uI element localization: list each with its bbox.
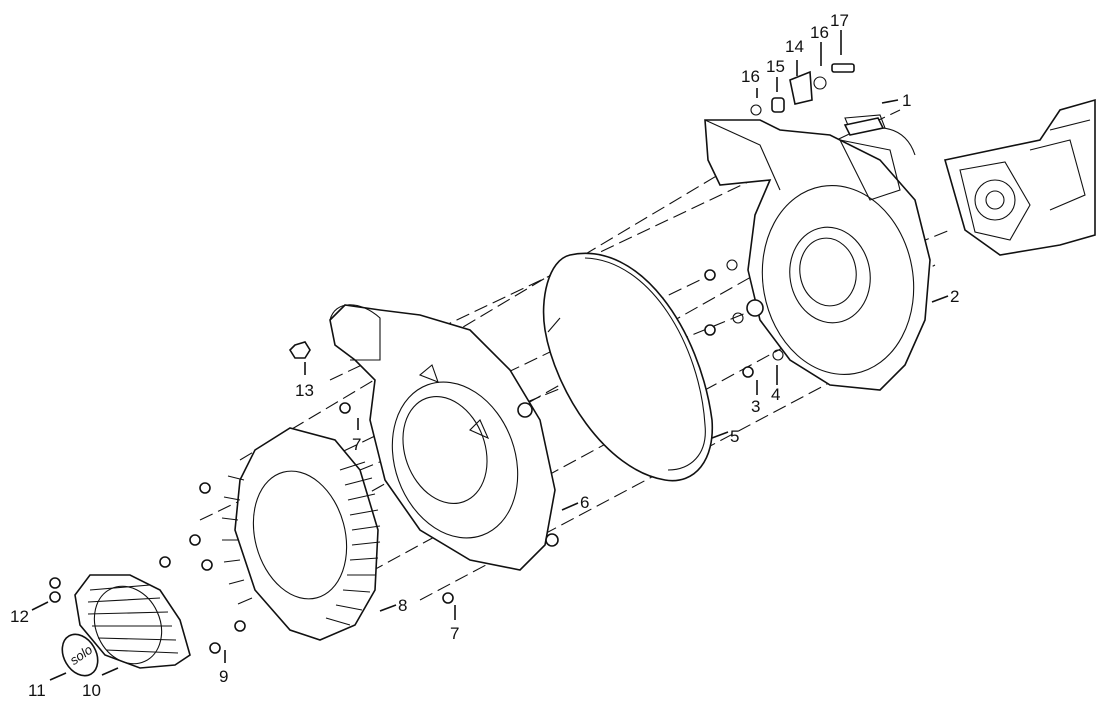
fan-housing-front [329,304,559,571]
callout-10: 10 [82,681,101,700]
ignition-wire [843,117,916,156]
fan-housing-rear [704,114,931,391]
callout-5: 5 [730,427,739,446]
callout-16-right: 16 [810,23,829,42]
solo-badge: solo [61,633,99,677]
fasteners [49,63,855,654]
callout-17: 17 [830,11,849,30]
engine-block [943,98,1096,256]
callout-7-lower: 7 [450,624,459,643]
callout-15: 15 [766,57,785,76]
callout-3: 3 [751,397,760,416]
callout-11: 11 [28,681,46,700]
callout-8: 8 [398,596,407,615]
finned-fan-cover [221,427,381,641]
callout-6: 6 [580,493,589,512]
volute-ring [542,252,714,482]
callout-13: 13 [295,381,314,400]
leader-lines [31,30,949,681]
callout-2: 2 [950,287,959,306]
grille-plate [74,574,191,669]
callout-1: 1 [902,91,911,110]
callout-7-upper: 7 [352,435,361,454]
callout-16-left: 16 [741,67,760,86]
callout-14: 14 [785,37,804,56]
callout-labels: 1 2 3 4 5 6 7 7 8 9 10 11 12 13 14 15 16… [10,11,959,700]
callout-9: 9 [219,667,228,686]
callout-4: 4 [771,385,780,404]
callout-12: 12 [10,607,29,626]
